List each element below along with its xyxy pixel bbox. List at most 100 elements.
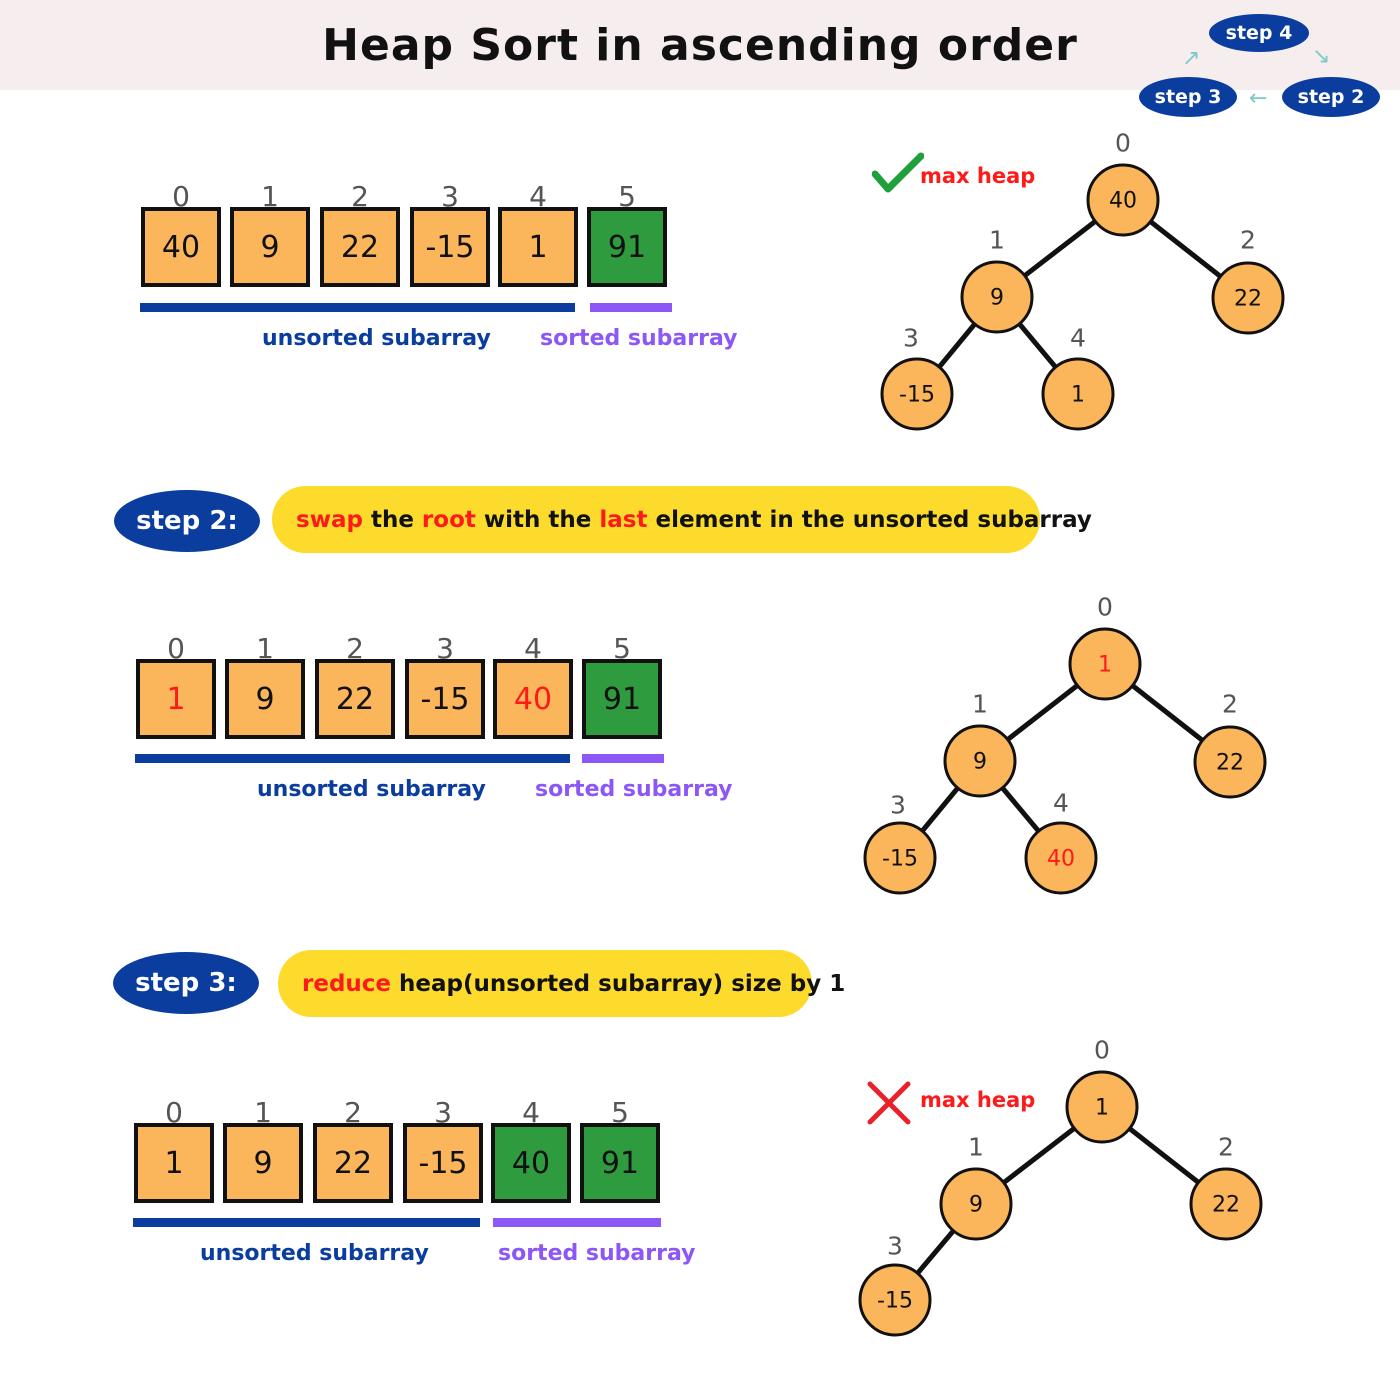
sorted-bar <box>493 1218 661 1227</box>
tree-node <box>1189 1167 1263 1241</box>
step2-word-root: root <box>421 506 476 533</box>
step2-badge: step 2: <box>114 490 260 552</box>
array-index: 3 <box>441 180 459 213</box>
max-heap-label: max heap <box>920 1088 1036 1112</box>
tree-node-value: -15 <box>899 383 935 408</box>
step2-word-last: last <box>599 506 648 533</box>
tree-node-index: 0 <box>1115 129 1131 158</box>
array-index: 2 <box>351 180 369 213</box>
tree-node-value: 9 <box>973 750 987 775</box>
tree-node-index: 2 <box>1240 226 1256 255</box>
array-index: 3 <box>436 632 454 665</box>
tree-node <box>939 1167 1013 1241</box>
step3-text: heap(unsorted subarray) size by 1 <box>391 970 846 997</box>
unsorted-bar <box>133 1218 480 1227</box>
array-section-2: 0 1 2 3 4 5 1 9 22 -15 40 91 unsorted su… <box>0 632 830 832</box>
tree-node-value: -15 <box>877 1289 913 1314</box>
array-cell: 91 <box>587 207 667 287</box>
tree-node-value: 40 <box>1047 847 1075 872</box>
step3-badge: step 3: <box>113 952 259 1014</box>
curved-arrow-icon: ↗ <box>1182 46 1201 71</box>
curved-arrow-icon: ← <box>1249 86 1268 111</box>
cycle-step4-badge: step 4 <box>1209 14 1309 52</box>
array-cell-value: 9 <box>253 1145 273 1181</box>
step2-instruction: swap the root with the last element in t… <box>272 486 1092 553</box>
max-heap-label: max heap <box>920 164 1036 188</box>
page-title: Heap Sort in ascending order <box>322 20 1078 71</box>
array-cell-value: 91 <box>607 229 647 265</box>
array-index: 4 <box>522 1096 540 1129</box>
unsorted-bar <box>140 303 575 312</box>
array-cell-value: 40 <box>161 229 201 265</box>
tree-node <box>1211 261 1285 335</box>
sorted-bar <box>590 303 672 312</box>
array-index: 5 <box>611 1096 629 1129</box>
tree-node-value: 22 <box>1216 751 1244 776</box>
cycle-step3-badge: step 3 <box>1139 77 1237 117</box>
array-cell: -15 <box>410 207 490 287</box>
array-cell: 91 <box>580 1123 660 1203</box>
tree-node-index: 3 <box>890 791 906 820</box>
checkmark-icon <box>872 152 924 193</box>
step2-text: with the <box>475 506 600 533</box>
array-index: 1 <box>261 180 279 213</box>
step3-word-reduce: reduce <box>302 970 392 997</box>
array-section-3: 0 1 2 3 4 5 1 9 22 -15 40 91 unsorted su… <box>0 1096 830 1296</box>
tree-node-value: 1 <box>1095 1096 1109 1121</box>
tree-node-index: 1 <box>968 1133 984 1162</box>
array-cell-value: 9 <box>260 229 280 265</box>
array-cell: 91 <box>582 659 662 739</box>
tree-node <box>863 821 937 895</box>
tree-node-index: 3 <box>903 324 919 353</box>
heap-tree-3: 1 9 22 -15 0 1 2 3 <box>858 1036 1263 1337</box>
array-cell: 9 <box>230 207 310 287</box>
array-index: 5 <box>613 632 631 665</box>
step2-text: the <box>362 506 422 533</box>
array-index: 0 <box>167 632 185 665</box>
tree-node <box>1041 357 1115 431</box>
unsorted-bar <box>135 754 570 763</box>
array-cell: 22 <box>313 1123 393 1203</box>
array-cell-value: 22 <box>340 229 380 265</box>
tree-node-value: 9 <box>990 286 1004 311</box>
array-cell: 40 <box>493 659 573 739</box>
cross-icon <box>867 1081 911 1125</box>
array-cell: 40 <box>491 1123 571 1203</box>
sorted-label: sorted subarray <box>535 777 733 802</box>
tree-node-index: 0 <box>1094 1036 1110 1065</box>
array-index: 4 <box>524 632 542 665</box>
array-section-1: 0 1 2 3 4 5 40 9 22 -15 1 91 unsorted su… <box>0 180 830 380</box>
array-cell-value: 9 <box>255 681 275 717</box>
tree-node <box>1024 821 1098 895</box>
tree-node-index: 0 <box>1097 593 1113 622</box>
array-cell-value: 22 <box>333 1145 373 1181</box>
array-index: 1 <box>256 632 274 665</box>
step3-instruction: reduce heap(unsorted subarray) size by 1 <box>278 950 845 1017</box>
step2-text: element in the unsorted subarray <box>647 506 1092 533</box>
heap-tree-2: 1 9 22 -15 40 0 1 2 3 4 <box>863 593 1267 895</box>
tree-node-value: -15 <box>882 847 918 872</box>
tree-node <box>1068 627 1142 701</box>
array-cell-value: 40 <box>511 1145 551 1181</box>
sorted-label: sorted subarray <box>540 326 738 351</box>
array-cell-value: 40 <box>513 681 553 717</box>
array-cell-value: 91 <box>600 1145 640 1181</box>
unsorted-label: unsorted subarray <box>257 777 486 802</box>
tree-node <box>880 357 954 431</box>
array-index: 5 <box>618 180 636 213</box>
tree-node-value: 1 <box>1071 383 1085 408</box>
array-cell: -15 <box>405 659 485 739</box>
array-cell-value: 22 <box>335 681 375 717</box>
tree-node-value: 22 <box>1212 1193 1240 1218</box>
curved-arrow-icon: ↘ <box>1312 44 1331 69</box>
array-cell: 9 <box>225 659 305 739</box>
tree-node-value: 1 <box>1098 653 1112 678</box>
tree-node <box>943 724 1017 798</box>
array-cell-value: -15 <box>420 681 470 717</box>
array-cell-value: 1 <box>528 229 548 265</box>
tree-node-index: 1 <box>972 690 988 719</box>
array-cell: 40 <box>141 207 221 287</box>
array-cell-value: 91 <box>602 681 642 717</box>
array-cell-value: 1 <box>164 1145 184 1181</box>
array-cell: 1 <box>134 1123 214 1203</box>
